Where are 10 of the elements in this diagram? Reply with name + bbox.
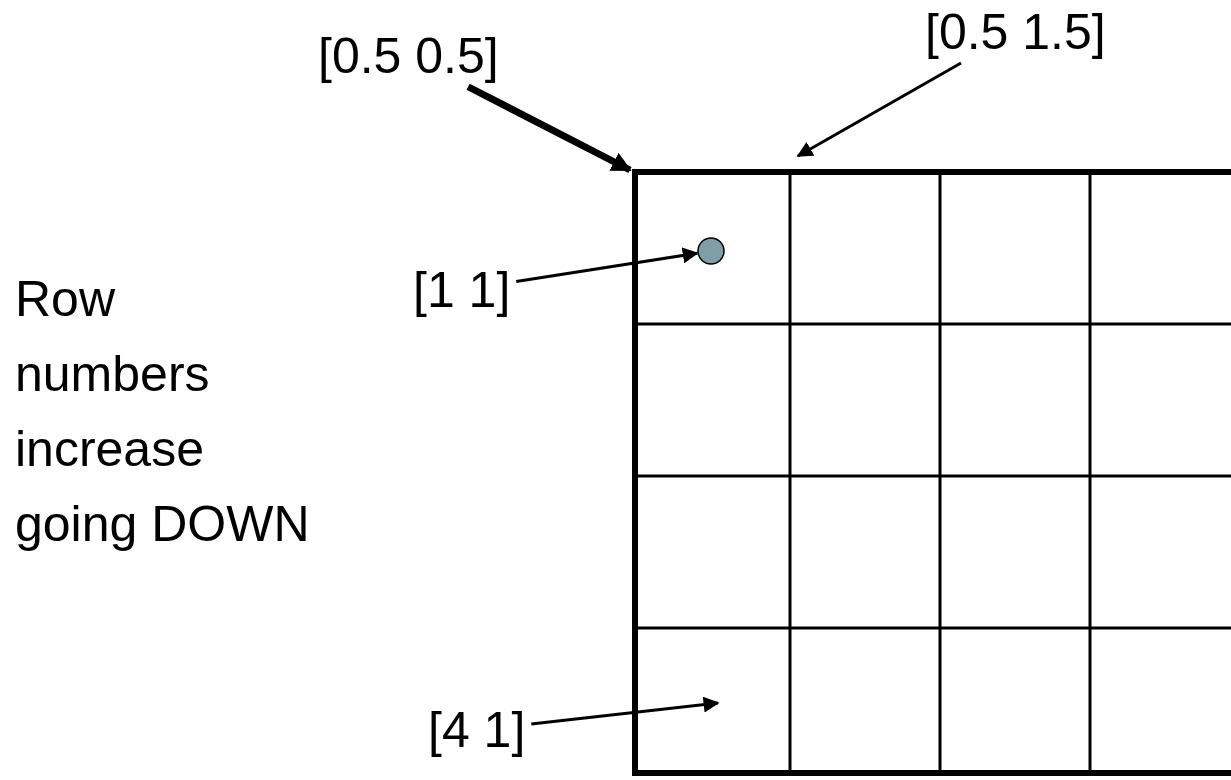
coordinate-label: [0.5 1.5] (925, 4, 1106, 60)
leader-line (516, 247, 699, 283)
leader-line (466, 83, 632, 174)
coordinate-label: [1 1] (413, 262, 511, 318)
coordinate-label: [0.5 0.5] (318, 28, 499, 84)
coordinate-label: [4 1] (428, 702, 526, 758)
leader-line (796, 61, 962, 158)
note-text: Row numbers increase going DOWN (15, 270, 311, 554)
point-marker (697, 237, 725, 265)
leader-line (531, 696, 720, 726)
